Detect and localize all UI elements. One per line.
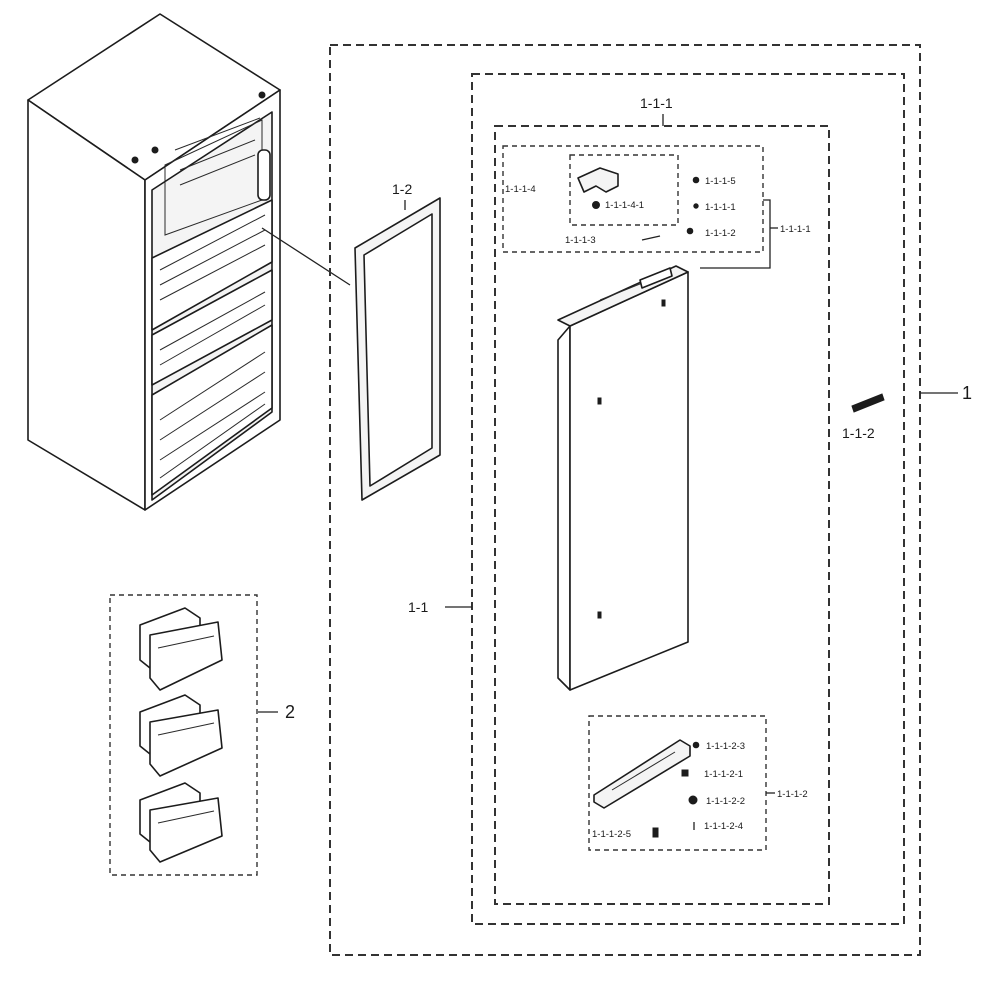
refrigerator-cabinet <box>27 13 351 511</box>
upper-hinge-kit: 1-1-1-4 1-1-1-4-1 1-1-1-5 1-1-1-1 1-1-1-… <box>502 145 811 269</box>
label-1-1-1: 1-1-1 <box>640 95 673 111</box>
label-1-1-1-2-5: 1-1-1-2-5 <box>592 829 631 840</box>
label-1-1-1-2-1: 1-1-1-2-1 <box>704 769 743 780</box>
label-1-2: 1-2 <box>392 181 412 197</box>
bin-icon <box>139 694 223 777</box>
label-1-1-1-1-b: 1-1-1-1 <box>705 202 736 213</box>
label-1-1-1-5: 1-1-1-5 <box>705 176 736 187</box>
hinge-bracket-icon <box>593 739 691 809</box>
label-1-1-1-2-2: 1-1-1-2-2 <box>706 796 745 807</box>
door-panel <box>557 265 689 691</box>
assembly-1-frame <box>329 44 921 956</box>
hinge-icon <box>577 167 619 193</box>
door-bins-group: 2 <box>109 594 295 876</box>
label-1: 1 <box>962 383 972 403</box>
label-1-1-1-2-4: 1-1-1-2-4 <box>704 821 743 832</box>
label-1-1-1-1: 1-1-1-1 <box>780 224 811 235</box>
bin-icon <box>139 782 223 863</box>
assembly-1-1-frame <box>471 73 905 925</box>
bin-icon <box>139 607 223 691</box>
label-2: 2 <box>285 702 295 722</box>
door-gasket: 1-2 <box>354 181 441 501</box>
label-1-1: 1-1 <box>408 599 428 615</box>
label-1-1-1-2-lower: 1-1-1-2 <box>777 789 808 800</box>
label-1-1-1-4: 1-1-1-4 <box>505 184 536 195</box>
label-1-1-1-2-3: 1-1-1-2-3 <box>706 741 745 752</box>
label-1-1-1-2: 1-1-1-2 <box>705 228 736 239</box>
door-handle-small: 1-1-2 <box>842 393 885 441</box>
lower-hinge-kit: 1-1-1-2-3 1-1-1-2-1 1-1-1-2-2 1-1-1-2-4 … <box>588 715 808 851</box>
assembly-1-1-1-frame <box>494 125 830 905</box>
label-1-1-1-3: 1-1-1-3 <box>565 235 596 246</box>
label-1-1-2: 1-1-2 <box>842 425 875 441</box>
label-1-1-1-4-1: 1-1-1-4-1 <box>605 200 644 211</box>
